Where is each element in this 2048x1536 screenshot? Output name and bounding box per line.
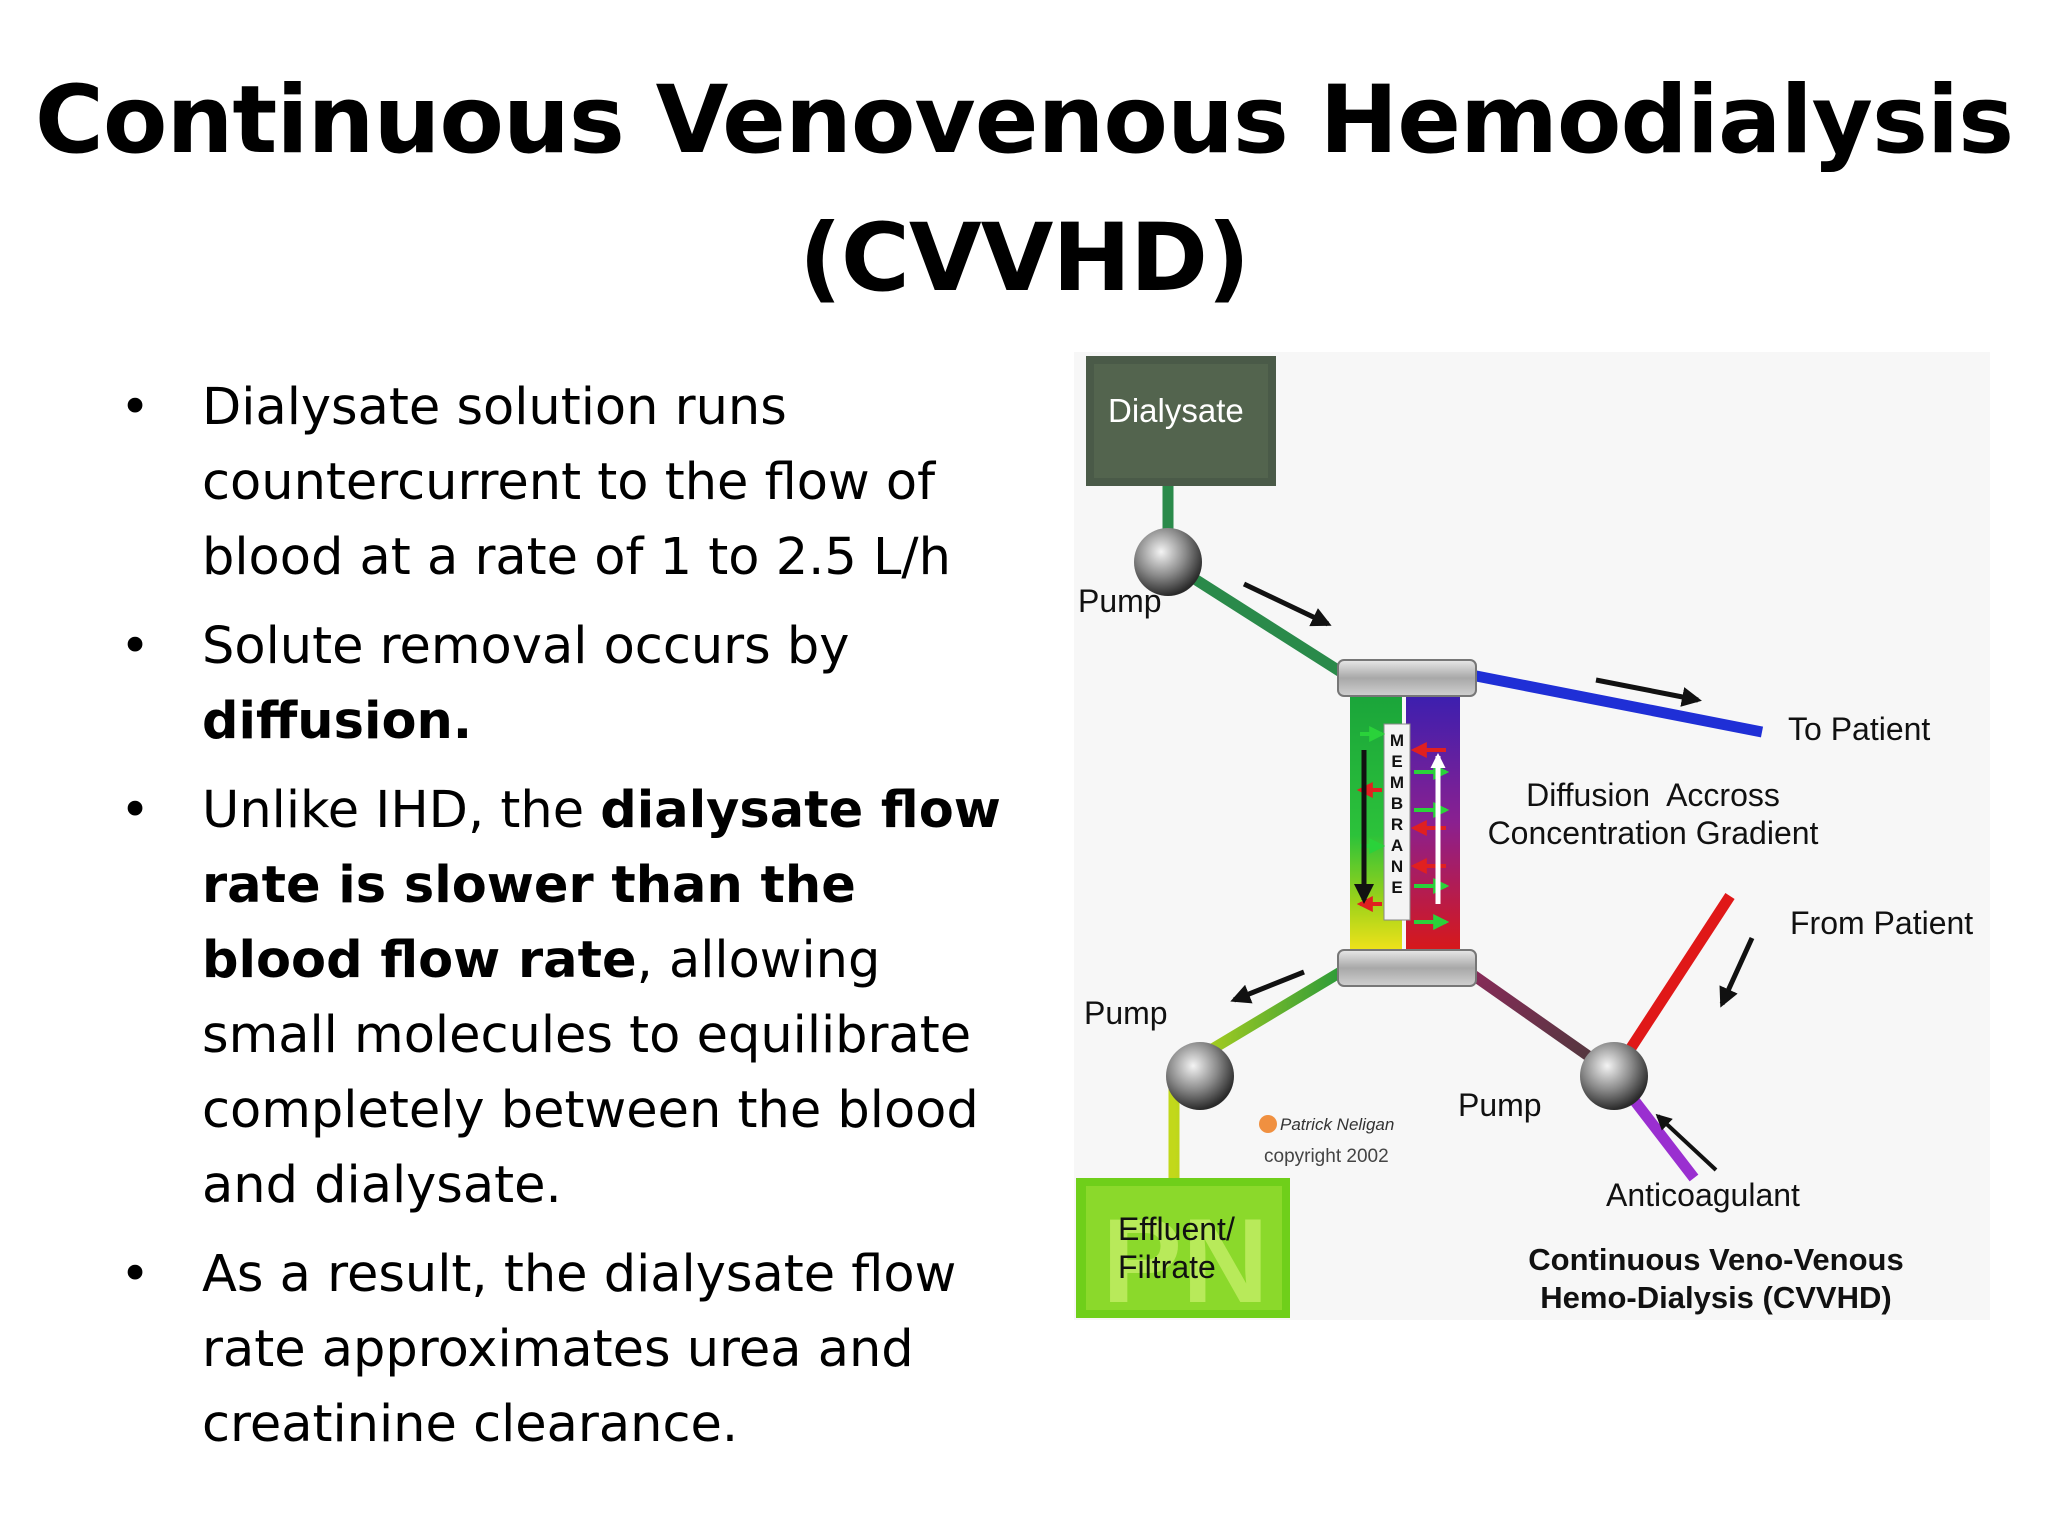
effluent-label-line-2: Filtrate — [1118, 1249, 1216, 1285]
effluent-label-line-1: Effluent/ — [1118, 1211, 1235, 1247]
blood-pump-icon — [1580, 1042, 1648, 1110]
membrane-letter: B — [1391, 794, 1403, 813]
slide-title-line-2: (CVVHD) — [798, 204, 1250, 313]
bullet-item: • Dialysate solution runs countercurrent… — [118, 370, 1018, 595]
bullet-bold-text: dialysate flow rate is slower than the b… — [202, 781, 1001, 990]
dialysate-pump-icon — [1134, 528, 1202, 596]
flow-arrow-to-patient — [1595, 677, 1702, 707]
cvvhd-circuit-diagram: Dialysate M E M B R A N E — [1074, 352, 1990, 1320]
effluent-logo: PN — [1102, 1194, 1269, 1320]
copyright-text: copyright 2002 — [1264, 1146, 1389, 1167]
slide-title-line-1: Continuous Venovenous Hemodialysis — [34, 66, 2014, 175]
bullet-dot: • — [120, 1245, 151, 1304]
bullet-dot: • — [120, 617, 151, 676]
bullet-dot: • — [120, 781, 151, 840]
bullet-item: • As a result, the dialysate flow rate a… — [118, 1237, 1018, 1462]
hemofilter — [1337, 659, 1477, 987]
from-patient-label: From Patient — [1790, 905, 1973, 941]
diagram-caption-line-1: Continuous Veno-Venous — [1528, 1242, 1903, 1277]
bullet-text: , allowing small molecules to equilibrat… — [202, 931, 979, 1215]
bullet-list: • Dialysate solution runs countercurrent… — [118, 370, 1018, 1476]
flow-arrow-anticoagulant — [1655, 1113, 1718, 1172]
diffusion-label-line-1: Diffusion Accross — [1526, 777, 1780, 813]
membrane-letter: E — [1391, 752, 1402, 771]
bullet-bold-text: diffusion. — [202, 692, 473, 751]
bullet-text: Unlike IHD, the — [202, 781, 601, 840]
effluent-pump-icon — [1166, 1042, 1234, 1110]
blood-from-patient-line — [1609, 892, 1735, 1078]
dialysate-label: Dialysate — [1108, 392, 1244, 429]
membrane-letter: M — [1390, 773, 1404, 792]
pump-label-top: Pump — [1078, 583, 1162, 619]
membrane-letter: N — [1391, 857, 1403, 876]
bullet-dot: • — [120, 378, 151, 437]
diagram-background — [1074, 352, 1990, 1320]
signature-text: Patrick Neligan — [1280, 1115, 1394, 1134]
bullet-item: • Solute removal occurs by diffusion. — [118, 609, 1018, 759]
bullet-text: Solute removal occurs by — [202, 617, 850, 676]
membrane-letter: M — [1390, 731, 1404, 750]
blood-return-line — [1464, 668, 1764, 738]
anticoagulant-label: Anticoagulant — [1606, 1177, 1800, 1213]
membrane-letters: M E M B R A N E — [1390, 731, 1404, 897]
pump-label-blood: Pump — [1458, 1087, 1542, 1123]
bullet-text: As a result, the dialysate flow rate app… — [202, 1245, 957, 1454]
diffusion-label-line-2: Concentration Gradient — [1488, 815, 1819, 851]
flow-arrow-from-patient — [1719, 936, 1755, 1008]
membrane-letter: E — [1391, 878, 1402, 897]
to-patient-label: To Patient — [1788, 711, 1930, 747]
flow-arrow-effluent — [1230, 969, 1305, 1004]
bullet-item: • Unlike IHD, the dialysate flow rate is… — [118, 773, 1018, 1223]
effluent-box: PN Effluent/ Filtrate — [1076, 1178, 1290, 1320]
dialysate-box: Dialysate — [1086, 356, 1276, 486]
bullet-text: Dialysate solution runs countercurrent t… — [202, 378, 951, 587]
diagram-caption-line-2: Hemo-Dialysis (CVVHD) — [1540, 1280, 1891, 1315]
signature-dot-icon — [1259, 1115, 1277, 1133]
pump-label-effluent: Pump — [1084, 995, 1168, 1031]
membrane-letter: R — [1391, 815, 1403, 834]
membrane-letter: A — [1391, 836, 1403, 855]
flow-arrow-dialysate — [1242, 581, 1332, 627]
slide-title: Continuous Venovenous Hemodialysis (CVVH… — [0, 52, 2048, 328]
